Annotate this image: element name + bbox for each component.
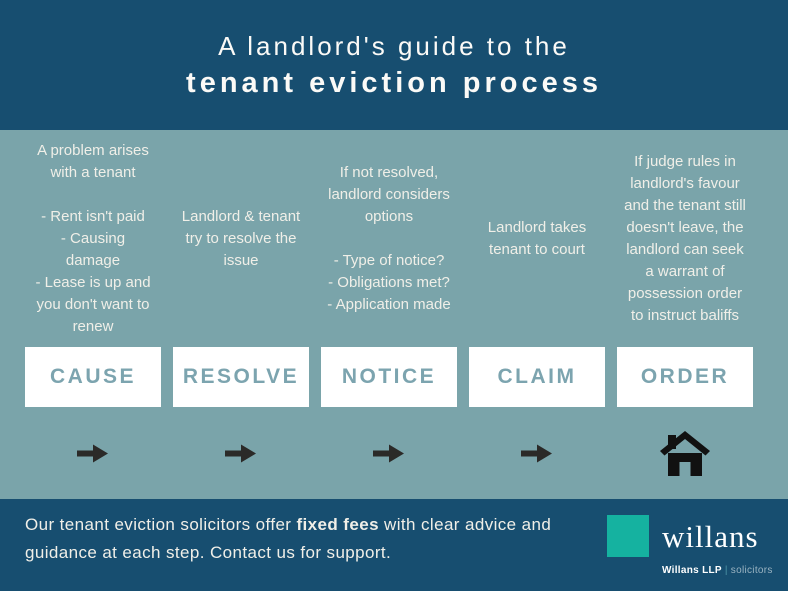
- step-label: CAUSE: [49, 365, 136, 388]
- footer-message-part1: Our tenant eviction solicitors offer: [25, 515, 297, 534]
- step-description-cause: A problem arises with a tenant - Rent is…: [25, 130, 161, 347]
- willans-tagline: Willans LLP|solicitors: [662, 565, 777, 576]
- process-section: A problem arises with a tenant - Rent is…: [0, 130, 788, 499]
- willans-wordmark: willans: [662, 518, 759, 554]
- header-banner: A landlord's guide to the tenant evictio…: [0, 0, 788, 130]
- step-description-text: Landlord takes tenant to court: [487, 218, 587, 258]
- step-description-text: If not resolved, landlord considers opti…: [327, 163, 451, 313]
- step-description-claim: Landlord takes tenant to court: [469, 130, 605, 347]
- willans-logo: willans Willans LLP|solicitors: [607, 515, 777, 576]
- step-description-text: A problem arises with a tenant - Rent is…: [35, 141, 151, 335]
- step-box-notice: NOTICE: [321, 347, 457, 407]
- step-box-order: ORDER: [617, 347, 753, 407]
- step-box-claim: CLAIM: [469, 347, 605, 407]
- willans-tagline-separator: |: [724, 565, 728, 576]
- footer-message-bold: fixed fees: [296, 515, 379, 534]
- step-description-text: Landlord & tenant try to resolve the iss…: [181, 207, 301, 269]
- footer-banner: Our tenant eviction solicitors offer fix…: [0, 499, 788, 591]
- step-label: RESOLVE: [182, 365, 300, 388]
- step-label: ORDER: [640, 365, 730, 388]
- step-boxes-row: CAUSE RESOLVE NOTICE CLAIM ORDER: [0, 347, 788, 407]
- footer-message-part2: with clear advice and guidance at each s…: [25, 515, 552, 562]
- step-box-resolve: RESOLVE: [173, 347, 309, 407]
- step-box-cause: CAUSE: [25, 347, 161, 407]
- step-label: CLAIM: [497, 365, 577, 388]
- title-line-2: tenant eviction process: [186, 66, 602, 99]
- willans-tagline-solicitors: solicitors: [730, 565, 773, 576]
- title-line-1: A landlord's guide to the: [218, 30, 570, 61]
- step-description-notice: If not resolved, landlord considers opti…: [321, 130, 457, 347]
- willans-tagline-name: Willans LLP: [662, 565, 722, 576]
- step-description-order: If judge rules in landlord's favour and …: [617, 130, 753, 347]
- willans-logo-top: willans: [607, 515, 777, 557]
- arrow-right-icon: [521, 407, 553, 499]
- footer-message: Our tenant eviction solicitors offer fix…: [25, 511, 625, 567]
- arrow-right-icon: [225, 407, 257, 499]
- step-label: NOTICE: [341, 365, 437, 388]
- step-description-text: If judge rules in landlord's favour and …: [624, 152, 746, 324]
- willans-logo-square-icon: [607, 515, 649, 557]
- step-descriptions-row: A problem arises with a tenant - Rent is…: [0, 130, 788, 347]
- arrow-right-icon: [77, 407, 109, 499]
- arrow-right-icon: [373, 407, 405, 499]
- house-icon: [660, 407, 710, 499]
- step-description-resolve: Landlord & tenant try to resolve the iss…: [173, 130, 309, 347]
- connectors-row: [0, 407, 788, 499]
